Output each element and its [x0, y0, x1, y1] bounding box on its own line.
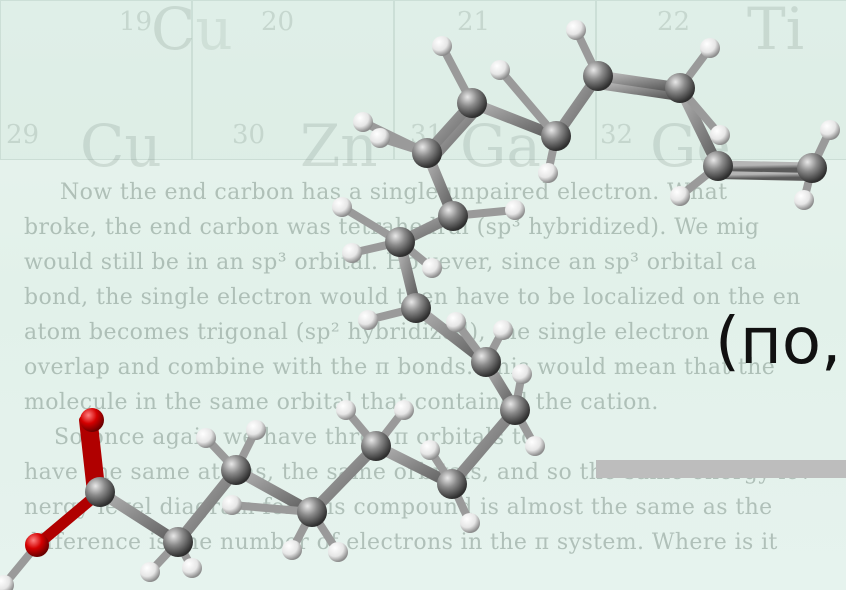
carbonyl-double-bond — [79, 416, 95, 496]
hydrogen-atom — [0, 575, 14, 590]
periodic-table-background: 19 Cu 20 21 22 Ti 29 Cu 30 Zn 31 Ga 32 G… — [0, 0, 846, 180]
molecule-atoms — [0, 20, 840, 590]
hydrogen-atom — [493, 320, 513, 340]
hydrogen-atom — [710, 125, 730, 145]
hydrogen-atom — [420, 440, 440, 460]
hydrogen-atom — [353, 112, 373, 132]
carbon-atom — [221, 455, 251, 485]
hydrogen-atom — [196, 428, 216, 448]
element-number: 29 — [6, 120, 40, 150]
hydrogen-atom — [282, 540, 302, 560]
carbon-atom — [85, 477, 115, 507]
carbon-atom — [361, 431, 391, 461]
hydrogen-atom — [222, 495, 242, 515]
oxygen-atom — [25, 533, 49, 557]
hydrogen-atom — [820, 120, 840, 140]
gray-highlight-bar — [596, 460, 846, 478]
hydrogen-atom — [246, 420, 266, 440]
carbon-carbon-bond — [712, 160, 818, 174]
element-number: 19 — [119, 7, 153, 37]
oxygen-atom — [80, 408, 104, 432]
element-tile: 19 Cu — [0, 0, 233, 160]
element-number: 32 — [600, 120, 634, 150]
text-line: So once again we have three π orbitals t… — [54, 425, 535, 450]
overlay-title-fragment: (по, — [715, 305, 842, 379]
double-bond — [713, 170, 816, 181]
hydrogen-atom — [422, 258, 442, 278]
carbon-atom — [412, 138, 442, 168]
carbon-atom — [541, 121, 571, 151]
element-symbol: Ti — [747, 0, 805, 63]
text-line: nergy level diagram for this compound is… — [24, 495, 773, 520]
carbon-atom — [583, 61, 613, 91]
element-number: 22 — [657, 7, 691, 37]
text-line: Now the end carbon has a single unpaired… — [60, 180, 728, 205]
hydrogen-atom — [700, 38, 720, 58]
carbon-atom — [703, 151, 733, 181]
carbon-atom — [471, 347, 501, 377]
carbon-atom — [437, 469, 467, 499]
carbon-carbon-bond — [94, 486, 184, 548]
carbon-atom — [401, 293, 431, 323]
hydrogen-atom — [460, 513, 480, 533]
carbon-carbon-bond — [172, 464, 242, 548]
hydrogen-atom — [394, 400, 414, 420]
hydrogen-atom — [525, 436, 545, 456]
carbon-atom — [797, 153, 827, 183]
hydrogen-atom — [140, 562, 160, 582]
carbon-atom — [297, 497, 327, 527]
element-tile: 20 — [192, 0, 394, 160]
element-number: 20 — [261, 7, 295, 37]
element-number: 30 — [232, 120, 266, 150]
carbon-carbon-bond — [446, 404, 521, 490]
element-symbol: Cu — [80, 112, 162, 180]
hydrogen-atom — [332, 197, 352, 217]
hydrogen-atom — [512, 364, 532, 384]
hydrogen-atom — [566, 20, 586, 40]
carbon-carbon-bond — [306, 440, 382, 518]
hydrogen-atom — [342, 243, 362, 263]
carbon-atom — [385, 227, 415, 257]
element-symbol: Cu — [151, 0, 233, 63]
hydrogen-atom — [490, 60, 510, 80]
hydrogen-atom — [670, 186, 690, 206]
carbon-atom — [438, 201, 468, 231]
hydrogen-atom — [446, 312, 466, 332]
hydrogen-atom — [794, 190, 814, 210]
double-bond — [592, 80, 683, 101]
carbon-carbon-bond — [466, 97, 562, 142]
hydrogen-atom — [358, 310, 378, 330]
hydrogen-atom — [336, 400, 356, 420]
hydrogen-atom — [432, 36, 452, 56]
hydrogen-atom — [182, 558, 202, 578]
element-number: 21 — [457, 7, 491, 37]
hydrogen-atom — [505, 200, 525, 220]
hydrogen-atom — [370, 128, 390, 148]
text-line: difference is the number of electrons in… — [24, 530, 778, 555]
hydrogen-atom — [328, 542, 348, 562]
carbon-atom — [665, 73, 695, 103]
text-line: would still be in an sp³ orbital. Howeve… — [24, 250, 758, 275]
carbon-atom — [500, 395, 530, 425]
text-line: overlap and combine with the π bonds. Th… — [24, 355, 776, 380]
hydrogen-atom — [538, 163, 558, 183]
carbon-atom — [163, 527, 193, 557]
carbon-atom — [457, 88, 487, 118]
